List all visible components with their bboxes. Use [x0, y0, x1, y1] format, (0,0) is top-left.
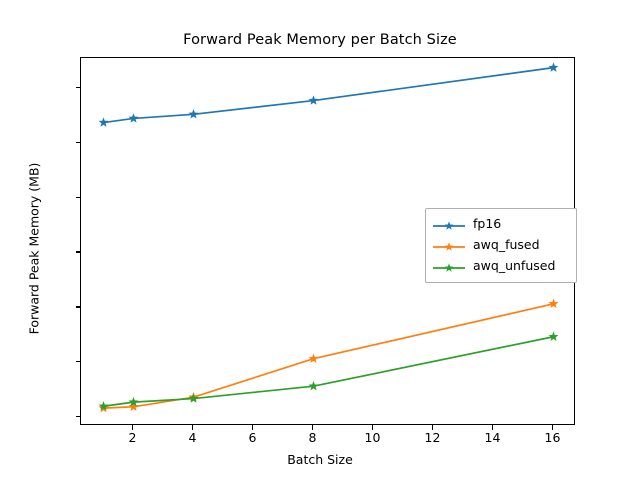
legend-item-awq_unfused[interactable]: awq_unfused [432, 256, 569, 277]
x-tick-label: 8 [308, 430, 317, 445]
y-axis-label: Forward Peak Memory (MB) [26, 162, 42, 335]
data-point-marker [548, 331, 559, 341]
x-tick-label: 10 [364, 430, 381, 445]
data-point-marker [308, 95, 319, 105]
data-point-marker [548, 298, 559, 308]
legend-label: awq_unfused [473, 258, 556, 274]
data-point-marker [98, 117, 109, 127]
legend-label: awq_fused [473, 237, 540, 253]
x-tick-label: 6 [248, 430, 257, 445]
data-point-marker [188, 393, 199, 403]
data-point-marker [548, 62, 559, 72]
x-tick-label: 14 [484, 430, 501, 445]
data-point-marker [188, 109, 199, 119]
x-tick-label: 4 [188, 430, 197, 445]
legend-item-fp16[interactable]: fp16 [432, 214, 569, 235]
legend-item-awq_fused[interactable]: awq_fused [432, 235, 569, 256]
data-point-marker [98, 401, 109, 411]
data-point-marker [128, 113, 139, 123]
legend: fp16 awq_fused awq_unfused [425, 208, 577, 283]
legend-line-swatch [432, 260, 466, 274]
legend-label: fp16 [473, 216, 502, 232]
data-point-marker [128, 401, 139, 411]
data-point-marker [308, 380, 319, 391]
series-fp16 [98, 62, 559, 127]
legend-line-swatch [432, 239, 466, 253]
series-line [103, 335, 554, 408]
series-canvas [98, 62, 559, 413]
legend-line-swatch [432, 218, 466, 232]
x-tick-label: 16 [544, 430, 561, 445]
series-awq_fused [98, 298, 559, 413]
series-line [103, 66, 554, 124]
x-axis-label: Batch Size [287, 452, 353, 467]
chart-title: Forward Peak Memory per Batch Size [183, 32, 457, 48]
series-line [103, 302, 554, 409]
series-awq_unfused [98, 331, 559, 411]
data-point-marker [308, 353, 319, 363]
data-point-marker [128, 396, 139, 407]
x-tick-label: 12 [424, 430, 441, 445]
x-tick-label: 2 [128, 430, 137, 445]
